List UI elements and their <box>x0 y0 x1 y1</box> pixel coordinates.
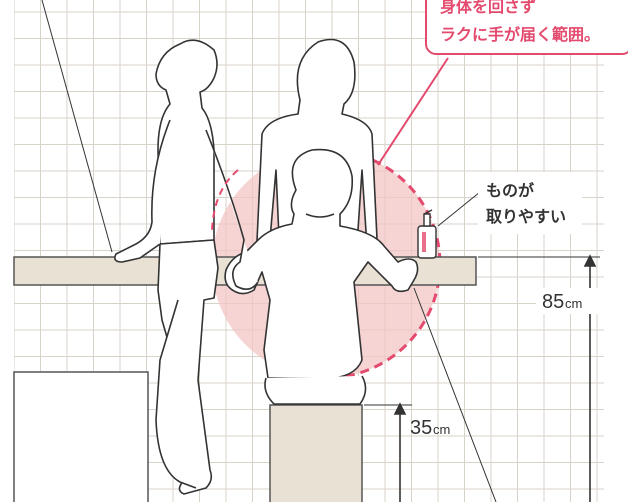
bottle-label-bg <box>478 172 582 234</box>
leader-line-bottom <box>413 287 497 502</box>
dimension-35-value: 35 <box>410 417 432 439</box>
dimension-35-unit: cm <box>433 422 450 437</box>
callout-box <box>425 0 628 55</box>
dimension-85-unit: cm <box>565 296 582 311</box>
reach-arc-left <box>211 169 239 231</box>
leader-line-callout <box>377 57 449 166</box>
leader-line-top-left <box>41 0 113 253</box>
bottle-label-line1: ものが <box>486 181 534 200</box>
dimension-85-label-bg <box>536 288 604 314</box>
callout-line2: ラクに手が届く範囲。 <box>440 25 600 44</box>
standing-person-side <box>114 39 259 495</box>
lower-cabinet <box>13 371 149 502</box>
leader-line-bottle <box>437 191 481 227</box>
dimension-35cm <box>364 402 412 502</box>
dimension-85-value: 85 <box>542 291 564 313</box>
stool <box>269 404 363 502</box>
callout-line1: 身体を回さず <box>440 0 536 16</box>
bottle-label-line2: 取りやすい <box>486 207 566 226</box>
bottle-highlight <box>422 232 426 252</box>
